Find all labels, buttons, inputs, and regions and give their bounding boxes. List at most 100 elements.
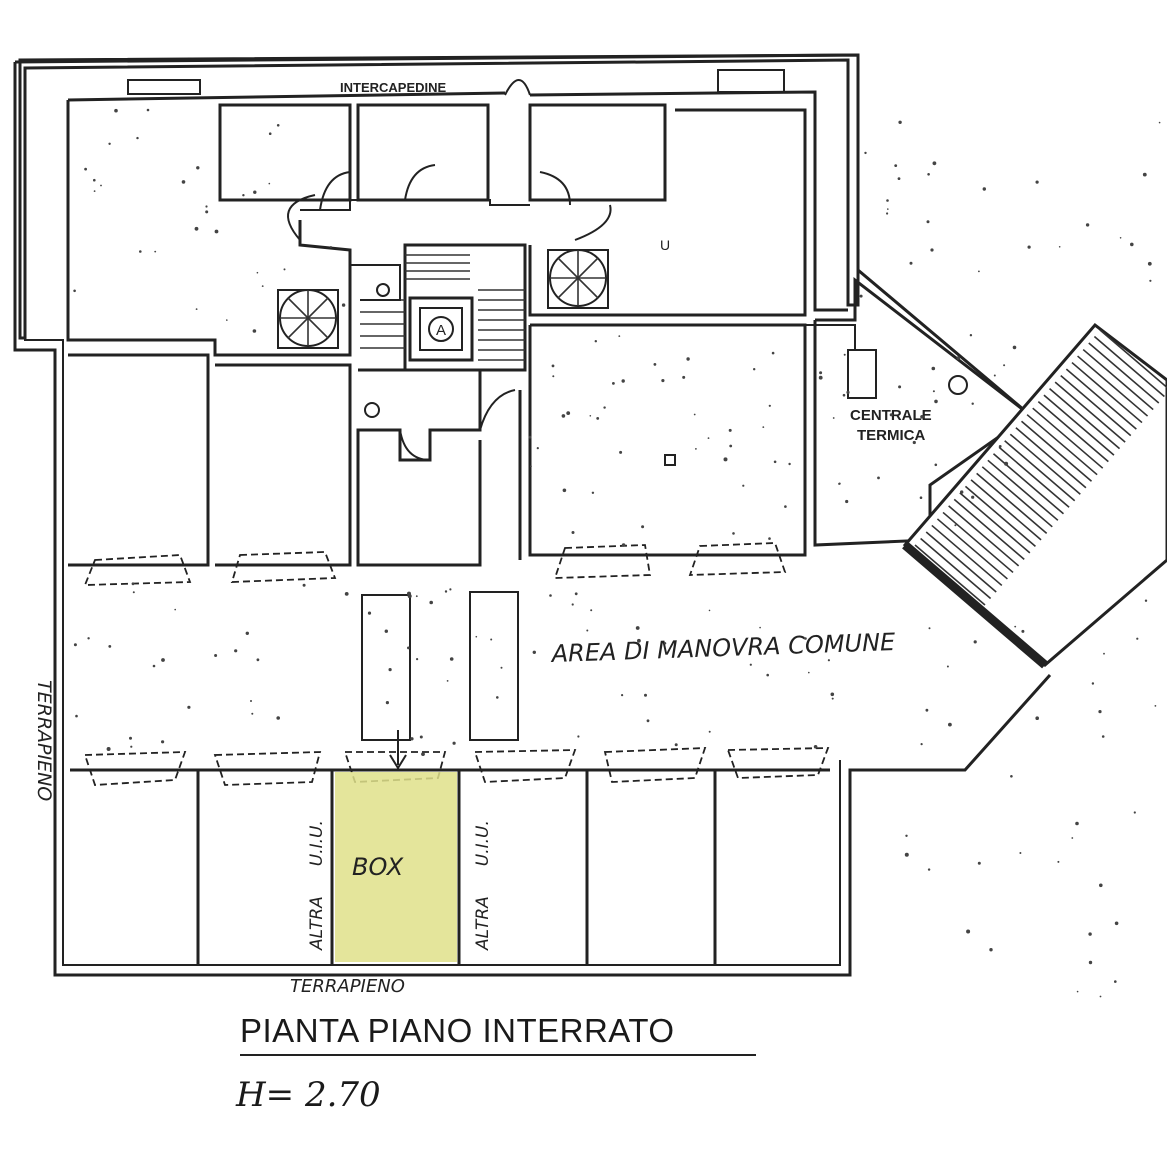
- ramp-hatch-line: [953, 498, 1025, 561]
- stipple-dot: [912, 440, 916, 445]
- stipple-dot: [1103, 652, 1105, 655]
- door-arc: [539, 171, 571, 206]
- stipple-dot: [920, 415, 924, 419]
- stipple-dot: [618, 335, 621, 337]
- stipple-dot: [934, 463, 938, 467]
- pillar: [664, 454, 676, 466]
- stipple-dot: [646, 719, 650, 723]
- stipple-dot: [1088, 932, 1092, 936]
- intercapedine-wall: [67, 91, 506, 102]
- stipple-dot: [905, 834, 908, 837]
- stipple-dot: [475, 635, 478, 638]
- stipple-dot: [971, 495, 975, 499]
- stipple-dot: [887, 208, 889, 210]
- cantina-mid: [215, 363, 352, 567]
- stipple-dot: [686, 357, 690, 361]
- stipple-dot: [73, 643, 77, 647]
- stipple-dot: [161, 740, 165, 744]
- ramp-hatch-line: [998, 446, 1070, 508]
- stipple-dot: [973, 640, 977, 644]
- stipple-dot: [234, 649, 238, 653]
- vent-left: [127, 79, 201, 95]
- ramp-hatch-line: [942, 511, 1014, 574]
- stipple-dot: [1136, 637, 1139, 640]
- door-arc: [574, 204, 612, 241]
- stipple-dot: [729, 444, 733, 448]
- stipple-dot: [989, 948, 993, 952]
- stipple-dot: [723, 457, 728, 462]
- stipple-dot: [619, 450, 623, 454]
- stipple-dot: [154, 250, 157, 253]
- altra-uiu-right: ALTRAU.I.U.: [473, 820, 493, 951]
- stipple-dot: [708, 609, 711, 612]
- plan-title: PIANTA PIANO INTERRATO: [240, 1012, 756, 1056]
- stipple-dot: [898, 385, 902, 389]
- stipple-dot: [444, 590, 448, 593]
- stipple-dot: [500, 666, 503, 669]
- ramp-hatch-line: [1060, 374, 1132, 437]
- stipple-dot: [214, 229, 219, 234]
- stipple-dot: [108, 645, 112, 648]
- intercapedine-label: INTERCAPEDINE: [340, 80, 447, 95]
- stipple-dot: [187, 705, 191, 709]
- stipple-dot: [838, 482, 841, 485]
- stipple-dot: [242, 194, 245, 197]
- west-wall-inner: [24, 68, 841, 966]
- stipple-dot: [407, 646, 410, 650]
- wc-icon: [376, 283, 390, 297]
- stipple-dot: [410, 737, 414, 741]
- stipple-dot: [536, 447, 539, 450]
- stipple-dot: [566, 411, 571, 415]
- stipple-dot: [661, 379, 665, 383]
- stipple-dot: [416, 658, 419, 661]
- stipple-dot: [1003, 364, 1006, 367]
- ramp-hatch-line: [959, 492, 1031, 554]
- stipple-dot: [490, 638, 493, 641]
- centrale-label-2: TERMICA: [857, 427, 925, 444]
- stipple-dot: [549, 594, 552, 597]
- stipple-dot: [930, 248, 934, 252]
- door-arc: [479, 389, 516, 431]
- stipple-dot: [843, 353, 846, 356]
- stipple-dot: [768, 404, 771, 407]
- wc-icon-2: [364, 402, 380, 418]
- stipple-dot: [367, 611, 372, 615]
- stipple-dot: [993, 374, 996, 377]
- ramp-hatch-line: [1004, 440, 1076, 502]
- stipple-dot: [773, 460, 777, 464]
- ramp-hatch-line: [964, 485, 1036, 547]
- stipple-dot: [898, 120, 902, 125]
- stipple-dot: [129, 736, 132, 740]
- stipple-dot: [682, 375, 686, 379]
- upper-left-room: [66, 100, 352, 357]
- ramp-hatch-line: [1015, 427, 1087, 489]
- stipple-dot: [590, 609, 593, 612]
- stipple-dot: [813, 745, 818, 749]
- stipple-dot: [644, 693, 647, 697]
- stipple-dot: [1012, 345, 1017, 350]
- stipple-dot: [708, 730, 711, 733]
- stipple-dot: [674, 743, 678, 747]
- stipple-dot: [982, 187, 986, 191]
- stipple-dot: [635, 626, 640, 630]
- stipple-dot: [84, 167, 87, 171]
- intercapedine-wall-right: [529, 90, 848, 312]
- stipple-dot: [205, 205, 208, 208]
- stipple-dot: [864, 151, 867, 155]
- stipple-dot: [928, 627, 931, 630]
- large-room: [528, 323, 807, 557]
- stipple-dot: [1099, 995, 1102, 998]
- terrapieno-left-label: TERRAPIENO: [33, 680, 55, 801]
- stipple-dot: [859, 294, 863, 298]
- ramp-hatch-line: [1020, 420, 1093, 482]
- elevator-label: A: [436, 322, 446, 339]
- manovra-label: AREA DI MANOVRA COMUNE: [549, 628, 896, 668]
- stipple-dot: [181, 180, 186, 184]
- stipple-dot: [388, 668, 392, 672]
- vent-right: [717, 69, 785, 93]
- ramp-hatch-line: [1082, 348, 1154, 411]
- stipple-dot: [586, 629, 589, 632]
- pipe: [800, 324, 856, 350]
- stipple-dot: [845, 499, 849, 504]
- stipple-dot: [971, 402, 974, 405]
